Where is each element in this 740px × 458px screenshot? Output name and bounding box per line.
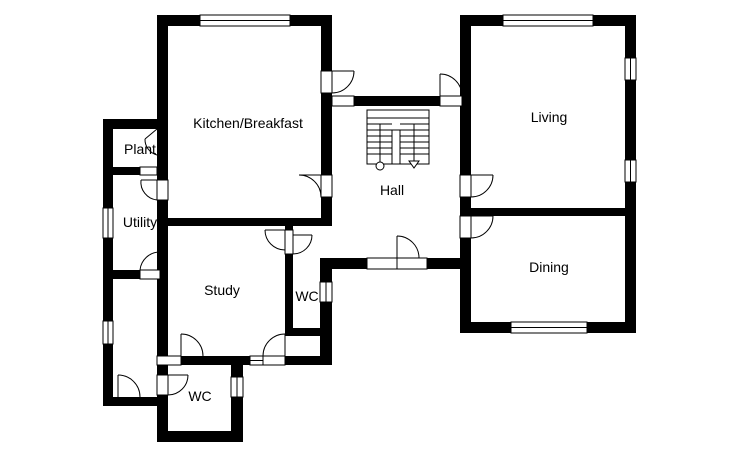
wall-west: [103, 119, 113, 406]
wall-study-bottom: [157, 356, 332, 365]
staircase: [366, 109, 430, 171]
doors: [117, 70, 494, 398]
wall-wc-lower-left: [157, 357, 168, 442]
door-openings: [139, 70, 472, 396]
door: [470, 215, 494, 239]
wall-west-bottom: [103, 397, 168, 406]
door: [144, 128, 158, 156]
wall-wc-small-right: [320, 258, 332, 365]
room-label-study: Study: [204, 282, 240, 298]
room-label-wc-small: WC: [295, 288, 318, 304]
walls: [103, 15, 636, 442]
door: [439, 73, 463, 97]
wall-kitchen-right: [321, 15, 332, 223]
door: [262, 333, 286, 357]
wall-plant-top: [103, 119, 163, 129]
door: [331, 70, 355, 94]
wall-plant-utility: [103, 167, 163, 175]
wall-wc-small-bottom: [285, 328, 325, 336]
room-label-utility: Utility: [123, 214, 157, 230]
room-label-living: Living: [531, 109, 568, 125]
door: [298, 174, 322, 198]
wall-hall-top: [321, 96, 471, 106]
door: [140, 179, 158, 201]
door: [396, 235, 420, 259]
room-label-wc-lower: WC: [188, 388, 211, 404]
door: [139, 251, 161, 271]
door: [180, 333, 204, 357]
room-label-dining: Dining: [529, 259, 569, 275]
room-labels: Kitchen/Breakfast Plant Utility Study WC…: [123, 109, 569, 404]
wall-study-top: [157, 218, 332, 226]
wall-living-dining: [460, 208, 636, 216]
wall-utility-bottom: [103, 270, 163, 279]
room-label-plant: Plant: [124, 141, 156, 157]
wall-living-left: [460, 15, 471, 333]
door: [264, 229, 286, 251]
room-label-hall: Hall: [380, 182, 404, 198]
wall-west-inner: [157, 218, 168, 408]
wall-wc-lower-right: [231, 357, 243, 442]
door: [470, 174, 494, 198]
wall-study-right: [285, 226, 293, 336]
door: [167, 374, 189, 396]
door: [117, 374, 141, 398]
wall-wc-lower-bottom: [157, 431, 243, 442]
windows: [102, 14, 637, 398]
room-label-kitchen: Kitchen/Breakfast: [193, 115, 303, 131]
door: [292, 234, 313, 255]
